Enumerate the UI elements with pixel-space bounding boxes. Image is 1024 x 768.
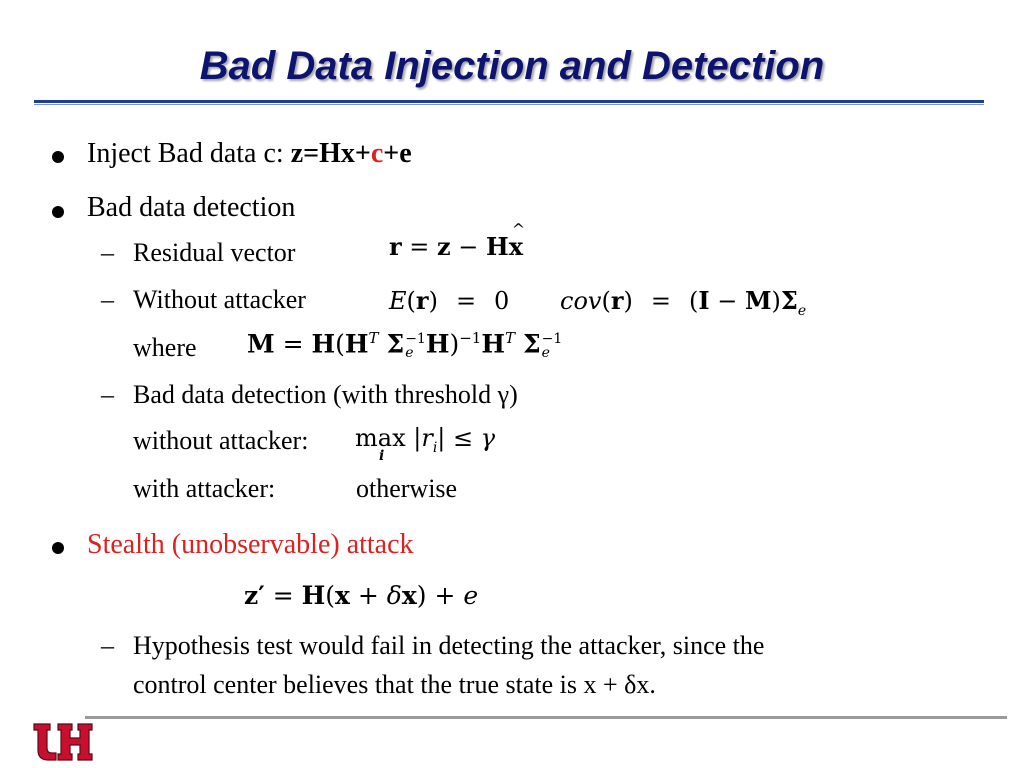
dash-marker: –	[101, 238, 114, 267]
hypothesis-line-2: control center believes that the true st…	[133, 670, 656, 699]
bullet-stealth-attack: Stealth (unobservable) attack	[87, 529, 414, 560]
threshold-label: Bad data detection (with threshold γ)	[133, 380, 518, 409]
bullet-dot	[52, 542, 64, 554]
equation-z-b: +e	[383, 138, 412, 169]
residual-equation: r = z − Hx	[389, 220, 526, 261]
equation-z-a: z=Hx+	[290, 138, 371, 169]
expectation-equation: E(r)=0	[389, 286, 510, 315]
bullet-dot	[52, 206, 64, 218]
covariance-equation: cov(r)=(I − M)Σe	[560, 286, 807, 319]
dash-marker: –	[101, 380, 114, 409]
bullet-inject: Inject Bad data c: z=Hx+c+e	[87, 138, 412, 170]
slide-title: Bad Data Injection and Detection	[199, 44, 825, 88]
footer-rule	[85, 716, 1007, 719]
bullet-detection: Bad data detection	[87, 192, 296, 223]
dash-marker: –	[101, 285, 114, 314]
bullet-inject-label: Inject Bad data c:	[87, 138, 291, 169]
uh-logo-icon	[33, 723, 93, 761]
without-attacker-condition-label: without attacker:	[133, 426, 309, 455]
stealth-equation: z′ = H(x + δx) + e	[244, 581, 479, 610]
residual-label: Residual vector	[133, 238, 296, 267]
with-attacker-value: otherwise	[356, 474, 458, 503]
without-attacker-label: Without attacker	[133, 285, 306, 314]
title-rule	[34, 100, 984, 106]
dash-marker: –	[101, 631, 114, 660]
hypothesis-line-1: Hypothesis test would fail in detecting …	[133, 631, 765, 660]
with-attacker-label: with attacker:	[133, 474, 276, 503]
where-label: where	[133, 333, 197, 362]
equation-c: c	[370, 138, 384, 169]
bullet-dot	[52, 151, 64, 163]
